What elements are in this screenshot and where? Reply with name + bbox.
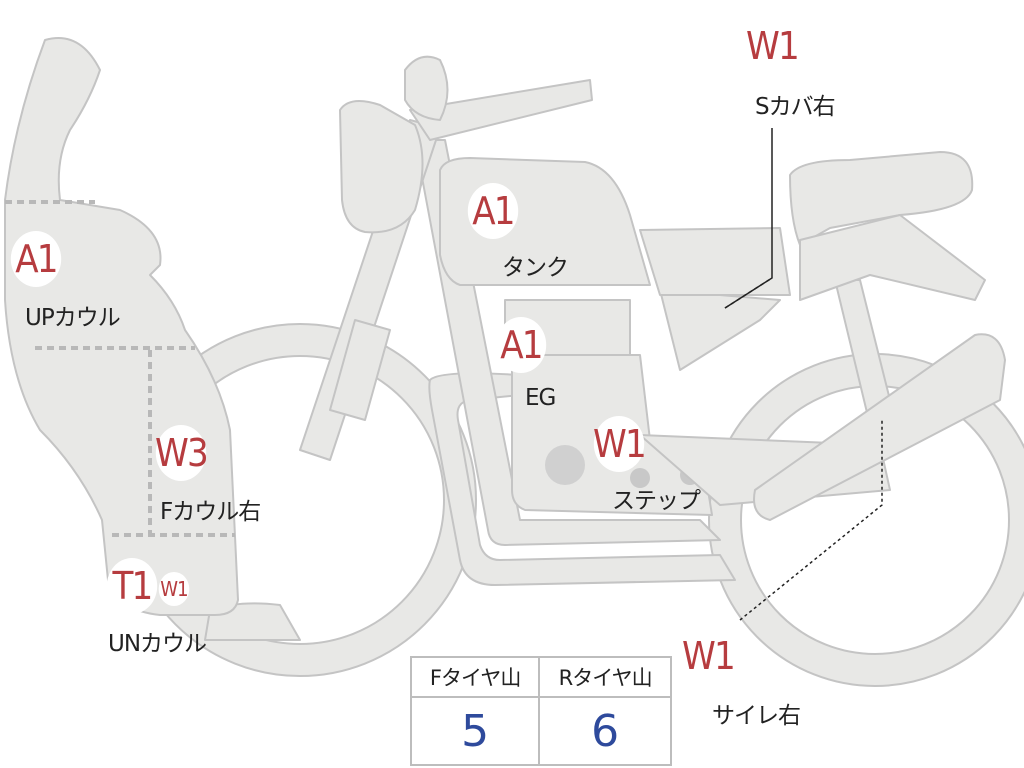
- tail-cowl: [799, 214, 986, 301]
- seat: [789, 151, 974, 246]
- handlebar: [409, 79, 593, 141]
- label-up-cowl: UPカウル: [25, 305, 121, 331]
- label-un-cowl: UNカウル: [108, 631, 207, 657]
- mirror: [404, 55, 449, 121]
- label-silencer: サイレ右: [712, 703, 801, 729]
- leader-silencer: [739, 420, 883, 621]
- badge-silencer: W1: [682, 628, 736, 684]
- leader-side-cover: [724, 128, 773, 309]
- badge-step: W1: [593, 416, 647, 472]
- side-cover: [639, 227, 791, 296]
- silencer-body: [753, 333, 1006, 521]
- header-front-tire: Fタイヤ山: [409, 656, 541, 698]
- value-rear-tire: 6: [538, 696, 672, 766]
- badge-tank: A1: [467, 183, 519, 239]
- badge-side-cover: W1: [746, 18, 800, 74]
- badge-engine: A1: [495, 317, 547, 373]
- badge-un-cowl-w1: W1: [158, 572, 190, 606]
- header-rear-tire: Rタイヤ山: [538, 656, 672, 698]
- fork-upper: [329, 319, 391, 421]
- headlight: [339, 100, 424, 234]
- label-f-cowl: Fカウル右: [160, 499, 261, 525]
- frame-lower: [428, 372, 736, 586]
- label-step: ステップ: [612, 488, 701, 514]
- badge-f-cowl: W3: [155, 425, 209, 481]
- value-front-tire: 5: [409, 696, 541, 766]
- label-side-cover: Sカバ右: [755, 94, 836, 120]
- frame-main: [414, 139, 721, 546]
- badge-up-cowl: A1: [10, 231, 62, 287]
- label-tank: タンク: [502, 255, 569, 281]
- label-engine: EG: [525, 385, 556, 411]
- tire-tread-table: Fタイヤ山 Rタイヤ山 5 6: [409, 656, 672, 766]
- swingarm: [659, 289, 781, 371]
- badge-un-cowl-t1: T1: [106, 558, 158, 614]
